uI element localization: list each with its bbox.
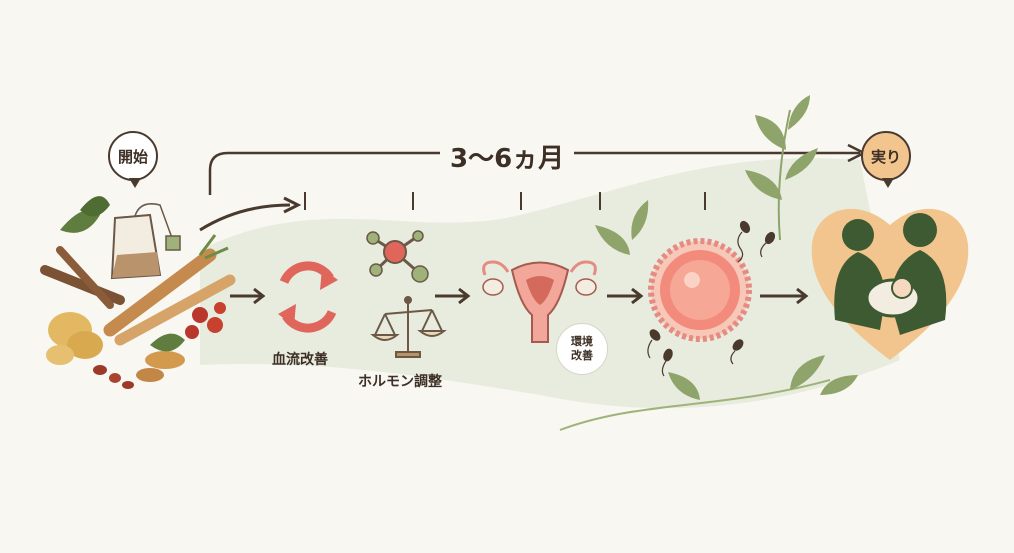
herbs-icon [40,196,236,389]
period-label: 3〜6ヵ月 [440,138,575,175]
molecule-icon [366,230,429,283]
start-bubble: 開始 [108,131,158,188]
environment-badge: 環境 改善 [556,323,608,375]
fruition-bubble: 実り [861,131,911,188]
start-label: 開始 [117,147,148,166]
curved-arrowhead [283,196,302,214]
curved-arrow [199,203,291,232]
fruition-label: 実り [870,147,901,166]
leaf-decorations [595,95,858,400]
balance-scale-icon [370,296,447,358]
flow-arrow-3 [607,287,644,305]
timeline-ticks [304,192,706,210]
egg-cell-icon [648,238,752,342]
environment-sublabel: 改善 [571,349,593,362]
flow-arrow-2 [435,287,471,305]
tea-bag-icon [110,203,181,280]
family-heart-icon [811,208,969,360]
background-vine [559,379,831,431]
flow-arrow-4 [760,287,809,305]
hormone-label: ホルモン調整 [358,374,442,390]
sperm-icons [647,220,776,377]
circulation-icon [278,261,338,333]
flow-arrows [230,287,809,305]
timeline-arrow [208,151,860,195]
uterus-icon [482,260,597,343]
blood-flow-label: 血流改善 [272,352,328,368]
flow-arrow-1 [230,287,266,305]
environment-label: 環境 [571,335,593,349]
